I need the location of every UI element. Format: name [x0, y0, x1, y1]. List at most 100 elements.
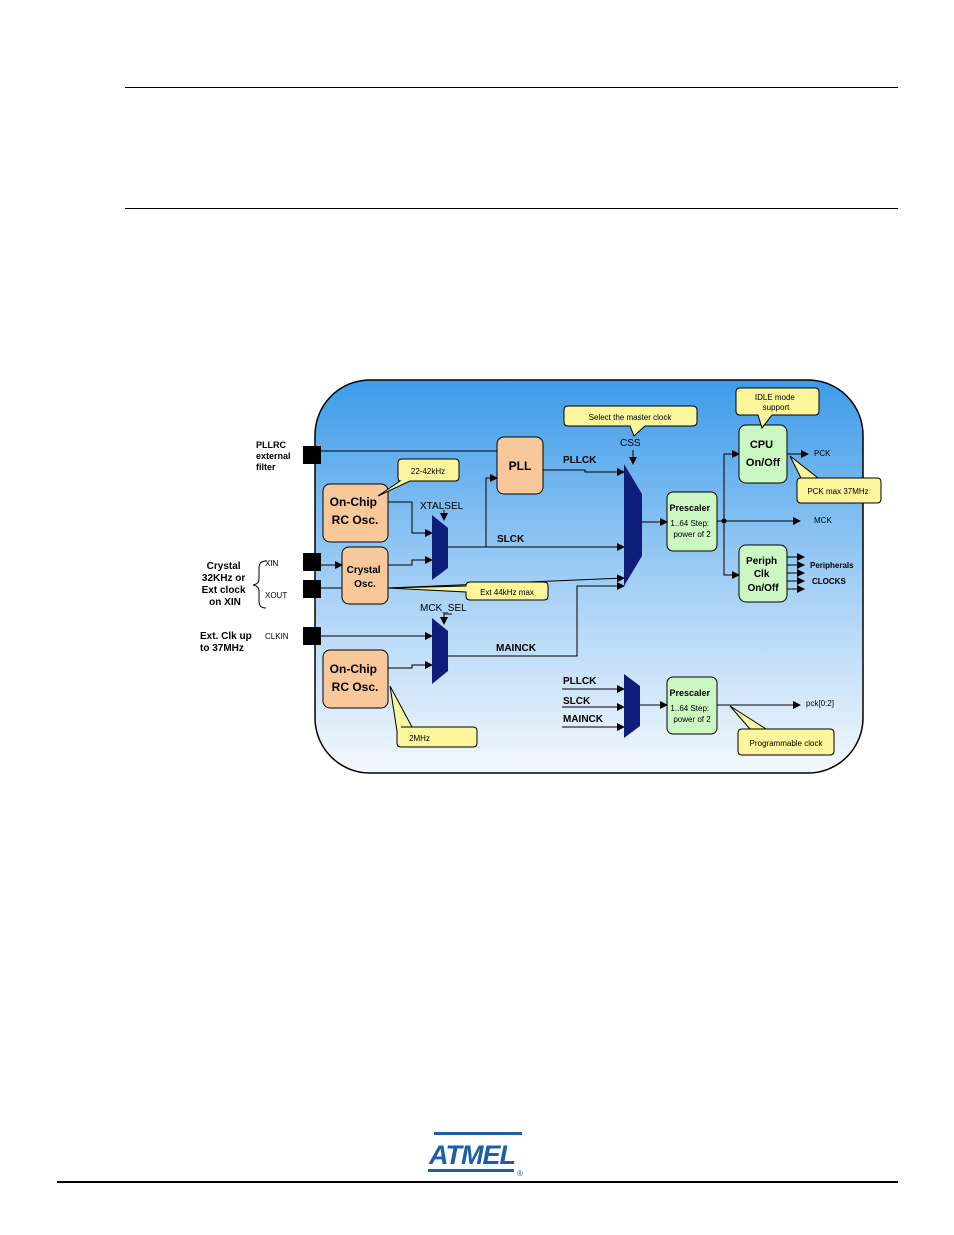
- wire-rc2-mcksel: [388, 661, 433, 669]
- crystal-label-2: 32KHz or: [202, 573, 245, 584]
- wire-mcksel-select: [440, 613, 452, 625]
- rc-osc-bottom-block: [322, 649, 389, 709]
- atmel-registered-mark: ®: [517, 1169, 523, 1178]
- svg-text:Crystal Osc.: Crystal Osc.: [347, 565, 384, 590]
- pck-out-label: pck[0:2]: [806, 699, 834, 708]
- prescaler-prog-line1: Prescaler: [670, 688, 711, 698]
- callout-idle-line2: support: [763, 403, 790, 412]
- callout-programmable-text: Programmable clock: [750, 739, 824, 748]
- callout-rc2-freq-text: 2MHz: [409, 734, 430, 743]
- atmel-logo: ATMEL ®: [428, 1132, 523, 1178]
- callout-pck-max: [789, 455, 882, 504]
- crystal-label-4: on XIN: [209, 597, 241, 608]
- slck-label: SLCK: [497, 534, 525, 545]
- xtalsel-mux: [432, 515, 448, 580]
- pllrc-label-2: external: [256, 451, 291, 461]
- svg-text:Prescaler 1..64 Step:: Prescaler 1..64 Step: power of 2: [670, 683, 715, 724]
- prescaler-prog-line3: power of 2: [673, 715, 711, 724]
- svg-text:Crystal 32KHz or Ext c: Crystal 32KHz or Ext clock on XIN: [202, 561, 249, 608]
- svg-text:CPU On/Off: CPU On/Off: [746, 439, 781, 469]
- callout-idle-mode: [735, 387, 820, 430]
- wire-pllck: [543, 468, 625, 476]
- mck-sel-label: MCK_SEL: [420, 603, 467, 614]
- prescaler-main-line2: 1..64 Step:: [670, 519, 709, 528]
- svg-text:Periph Clk On/Off: Periph Clk On/Off: [746, 556, 780, 594]
- extclk-label-2: to 37MHz: [200, 643, 244, 654]
- wire-slck-pll: [485, 474, 498, 547]
- xout-pin: [303, 580, 321, 598]
- prescaler-main-line1: Prescaler: [670, 503, 711, 513]
- callout-rc-freq-text: 22-42kHz: [411, 467, 445, 476]
- periph-line1: Periph: [746, 556, 777, 567]
- wire-periph: [723, 521, 740, 579]
- crystal-osc-block: [341, 546, 389, 605]
- callout-ext-max: [387, 581, 549, 601]
- xin-pin: [303, 553, 321, 571]
- periph-line2: Clk: [754, 569, 770, 580]
- prog-pllck-label: PLLCK: [563, 676, 597, 687]
- svg-text:IDLE mode support: IDLE mode support: [755, 393, 797, 412]
- crystal-osc-line1: Crystal: [347, 565, 381, 576]
- pll-block: [496, 436, 544, 495]
- wire-crystal-xtalsel: [388, 556, 433, 566]
- clkin-label: CLKIN: [265, 632, 289, 641]
- svg-text:On-Chip RC Osc.: On-Chip RC Osc.: [330, 495, 381, 527]
- rc-osc-top-line1: On-Chip: [330, 495, 377, 509]
- pck-label: PCK: [814, 449, 831, 458]
- wire-mainck: [448, 582, 625, 657]
- periph-line3: On/Off: [747, 583, 779, 594]
- xin-label: XIN: [265, 559, 279, 568]
- clocks-label: CLOCKS: [812, 577, 846, 586]
- svg-text:On-Chip RC Osc.: On-Chip RC Osc.: [330, 662, 381, 694]
- peripherals-label: Peripherals: [810, 561, 854, 570]
- css-label: CSS: [620, 438, 641, 449]
- footer-rule: [57, 1181, 898, 1183]
- mainck-label: MAINCK: [496, 643, 537, 654]
- callout-select-master: [563, 405, 698, 437]
- callout-rc-freq: [377, 458, 460, 497]
- atmel-logo-text: ATMEL: [428, 1140, 515, 1170]
- wire-cpu: [723, 450, 740, 521]
- cpu-block: [738, 424, 788, 484]
- clkin-pin: [303, 627, 321, 645]
- callout-idle-line1: IDLE mode: [755, 393, 796, 402]
- pllrc-label-3: filter: [256, 462, 276, 472]
- xtalsel-label: XTALSEL: [420, 501, 464, 512]
- wire-rc-xtalsel: [388, 501, 433, 537]
- prog-mux: [624, 674, 640, 738]
- rc-osc-top-line2: RC Osc.: [332, 513, 379, 527]
- crystal-label-1: Crystal: [207, 561, 241, 572]
- pllrc-label-1: PLLRC: [256, 440, 286, 450]
- css-mux: [624, 464, 642, 586]
- header-rule-top: [125, 87, 898, 88]
- rc-osc-top-block: [322, 483, 389, 543]
- prog-slck-label: SLCK: [563, 696, 591, 707]
- mck-label: MCK: [814, 516, 832, 525]
- mck-sel-mux: [432, 618, 448, 684]
- prescaler-main-line3: power of 2: [673, 530, 711, 539]
- callout-ext-max-text: Ext 44kHz max: [480, 588, 534, 597]
- crystal-osc-line2: Osc.: [354, 579, 376, 590]
- svg-text:Ext. Clk up to 37MHz: Ext. Clk up to 37MHz: [200, 631, 254, 654]
- callout-programmable: [729, 705, 835, 756]
- prog-mainck-label: MAINCK: [563, 714, 604, 725]
- pll-label: PLL: [509, 459, 532, 473]
- pllck-label: PLLCK: [563, 455, 597, 466]
- callout-rc2-freq: [389, 685, 478, 748]
- callout-select-master-text: Select the master clock: [589, 413, 673, 422]
- rc-osc-bottom-line1: On-Chip: [330, 662, 377, 676]
- xout-label: XOUT: [265, 591, 287, 600]
- header-rule-bottom: [125, 208, 898, 209]
- callout-pck-max-text: PCK max 37MHz: [807, 487, 868, 496]
- cpu-line2: On/Off: [746, 457, 781, 469]
- extclk-label-1: Ext. Clk up: [200, 631, 252, 642]
- pllrc-pin: [303, 446, 321, 464]
- crystal-brace: [252, 560, 267, 609]
- svg-text:PLLRC external filter: PLLRC external filter: [256, 440, 293, 472]
- cpu-line1: CPU: [750, 439, 773, 451]
- rc-osc-bottom-line2: RC Osc.: [332, 680, 379, 694]
- svg-text:Prescaler 1..64 Step:: Prescaler 1..64 Step: power of 2: [670, 498, 715, 539]
- mck-junction: [721, 518, 727, 524]
- prescaler-prog-line2: 1..64 Step:: [670, 704, 709, 713]
